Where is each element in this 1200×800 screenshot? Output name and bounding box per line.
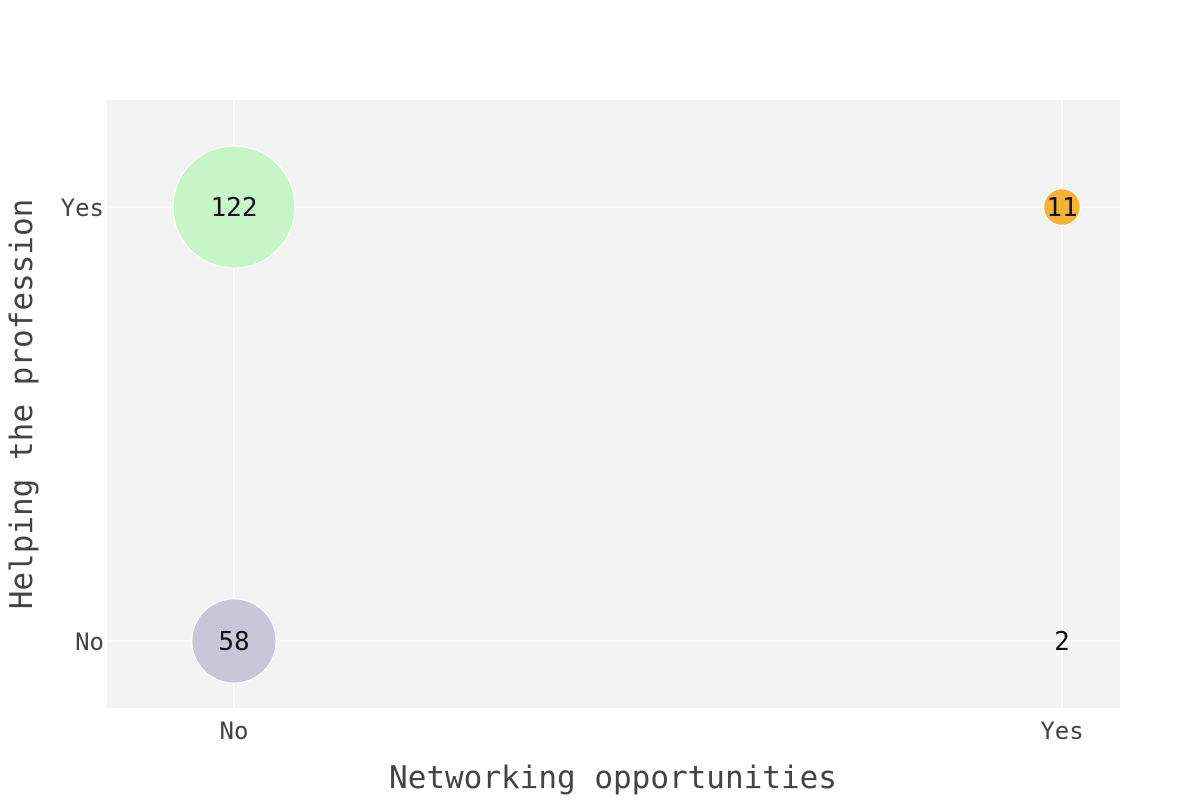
y-axis-title: Helping the profession (4, 199, 40, 610)
x-tick-label-yes: Yes (1040, 717, 1083, 745)
bubble-yes-no (1060, 639, 1064, 643)
y-tick-label-yes: Yes (61, 194, 104, 222)
bubble-label-no-no: 58 (218, 627, 249, 657)
x-axis-title: Networking opportunities (389, 760, 837, 796)
bubble-label-yes-no: 2 (1054, 627, 1070, 657)
bubble-yes-yes (1043, 188, 1081, 226)
bubble-no-yes (172, 145, 296, 269)
bubble-label-no-yes: 122 (211, 193, 258, 223)
bubbles (172, 145, 1081, 684)
x-tick-label-no: No (220, 717, 249, 745)
y-axis-ticks: No Yes (61, 194, 104, 656)
bubble-label-yes-yes: 11 (1046, 193, 1077, 223)
bubble-labels: 122 11 58 2 (211, 193, 1078, 657)
bubble-no-no (191, 598, 277, 684)
x-axis-ticks: No Yes (220, 717, 1084, 745)
y-tick-label-no: No (75, 628, 104, 656)
